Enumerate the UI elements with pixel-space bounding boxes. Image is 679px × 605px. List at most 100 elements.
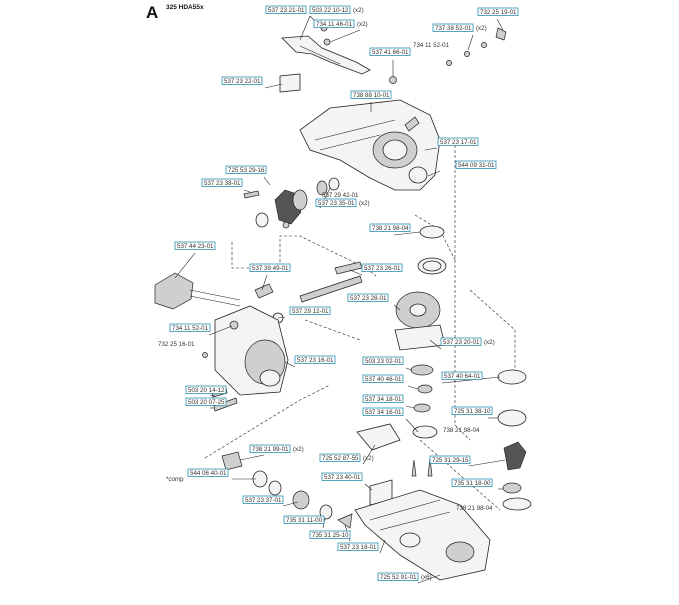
- part-callout: 738 21 99-01(x2): [249, 444, 304, 453]
- nut: [323, 38, 331, 46]
- shaft-coupler: [221, 451, 243, 471]
- part-callout: 738 21 98-04: [369, 223, 411, 232]
- part-callout: 737 38 52-01(x2): [432, 23, 487, 32]
- part-number: 738 21 98-04: [372, 225, 409, 232]
- callout-box: [429, 455, 471, 464]
- part-number: 735 31 11-00: [286, 517, 323, 524]
- callout-box: [221, 76, 263, 85]
- part-number-label: 738 21 98-04: [456, 505, 493, 512]
- bearing-ring: [419, 225, 445, 239]
- washer: [282, 221, 290, 229]
- part-callout: 537 23 35-01 (x2): [315, 198, 370, 207]
- callout-box: [432, 23, 474, 32]
- assembly-line: [454, 140, 471, 441]
- housing-bore-inner: [382, 139, 408, 161]
- part-callout: 732 25 19-01: [477, 7, 519, 16]
- screw: [243, 190, 260, 199]
- callout-box: [440, 337, 482, 346]
- bearing: [316, 180, 328, 196]
- part-callout: 537 23 40-01: [321, 472, 363, 481]
- part-callout: 537 34 16-01: [362, 407, 404, 416]
- callout-box: [321, 472, 363, 481]
- part-quantity: (x2): [359, 200, 370, 207]
- part-quantity: (x2): [476, 25, 487, 32]
- callout-box: [249, 263, 291, 272]
- callout-box: [369, 223, 411, 232]
- bracket: [281, 35, 371, 75]
- callout-box: [185, 397, 227, 406]
- part-number: 735 31 18-00: [454, 480, 491, 487]
- part-number: 503 23 02-01: [365, 358, 402, 365]
- washer: [413, 403, 431, 413]
- part-callout: 537 23 16-01: [294, 355, 336, 364]
- callout-box: [337, 542, 379, 551]
- part-callout: 537 23 28-01: [347, 293, 389, 302]
- callout-box: [377, 572, 419, 581]
- callout-box: [347, 293, 389, 302]
- part-callout: 735 31 11-00: [283, 515, 325, 524]
- part-number: 537 40 46-01: [365, 376, 402, 383]
- part-number: 537 23 35-01: [318, 200, 355, 207]
- part-number: 537 23 37-01: [245, 497, 282, 504]
- part-number: 537 34 16-01: [365, 409, 402, 416]
- callout-box: [174, 241, 216, 250]
- part-callout: 537 23 17-01: [437, 137, 479, 146]
- lower-housing-bore: [259, 369, 281, 387]
- part-number: 537 23 21-01: [268, 7, 305, 14]
- washer: [319, 504, 333, 520]
- callout-box: [185, 385, 227, 394]
- callout-box: [201, 178, 243, 187]
- callout-box: [294, 355, 336, 364]
- gear-housing: [299, 99, 441, 191]
- model-label: 325 HDA55x: [166, 4, 204, 11]
- nut: [389, 76, 397, 84]
- part-callout: 537 23 20-01(x2): [440, 337, 495, 346]
- part-number: 725 53 29-16: [228, 167, 265, 174]
- part-callout: 537 29 12-01: [289, 306, 331, 315]
- part-number: 537 40 64-01: [444, 373, 481, 380]
- part-number-label: 537 29 42-01: [322, 192, 359, 199]
- callout-box: [477, 7, 519, 16]
- snap-ring: [497, 409, 527, 427]
- callout-box: [309, 5, 351, 14]
- bearing: [328, 177, 340, 191]
- part-number: 537 23 28-01: [350, 295, 387, 302]
- bearing: [497, 369, 527, 385]
- part-number: 537 44 23-01: [177, 243, 214, 250]
- part-number: 537 23 22-01: [224, 78, 261, 85]
- callout-box: [362, 356, 404, 365]
- part-quantity: (x2): [357, 21, 368, 28]
- part-callout: 537 23 26-01: [361, 263, 403, 272]
- part-number: 537 41 66-01: [372, 49, 409, 56]
- part-number-label: *comp: [166, 476, 184, 483]
- callout-box: [369, 47, 411, 56]
- large-gear-hub: [409, 303, 427, 317]
- screw: [411, 459, 417, 477]
- callout-box: [451, 406, 493, 415]
- shaft-end: [334, 261, 363, 275]
- part-number: 734 11 52-01: [172, 325, 209, 332]
- part-number: 503 22 10-12: [312, 7, 349, 14]
- base-plate-hole: [445, 541, 475, 563]
- callout-box: [319, 453, 361, 462]
- bearing: [268, 480, 282, 496]
- part-number: 537 23 38-01: [204, 180, 241, 187]
- bolt: [495, 27, 507, 41]
- part-callout: 503 20 07-25: [185, 397, 227, 406]
- callout-box: [225, 165, 267, 174]
- part-number: 537 29 12-01: [292, 308, 329, 315]
- part-quantity: (x2): [484, 339, 495, 346]
- callout-box: [242, 495, 284, 504]
- assembly-line: [231, 235, 377, 277]
- part-number: 537 34 18-01: [365, 396, 402, 403]
- part-callout: 544 09 31-01: [455, 160, 497, 169]
- bushing: [255, 212, 269, 228]
- part-callout: 735 31 25-10: [309, 530, 351, 539]
- part-number: 537 23 26-01: [364, 265, 401, 272]
- callout-box: [313, 19, 355, 28]
- base-plate: [354, 489, 491, 581]
- part-callout: 735 31 18-00: [451, 478, 493, 487]
